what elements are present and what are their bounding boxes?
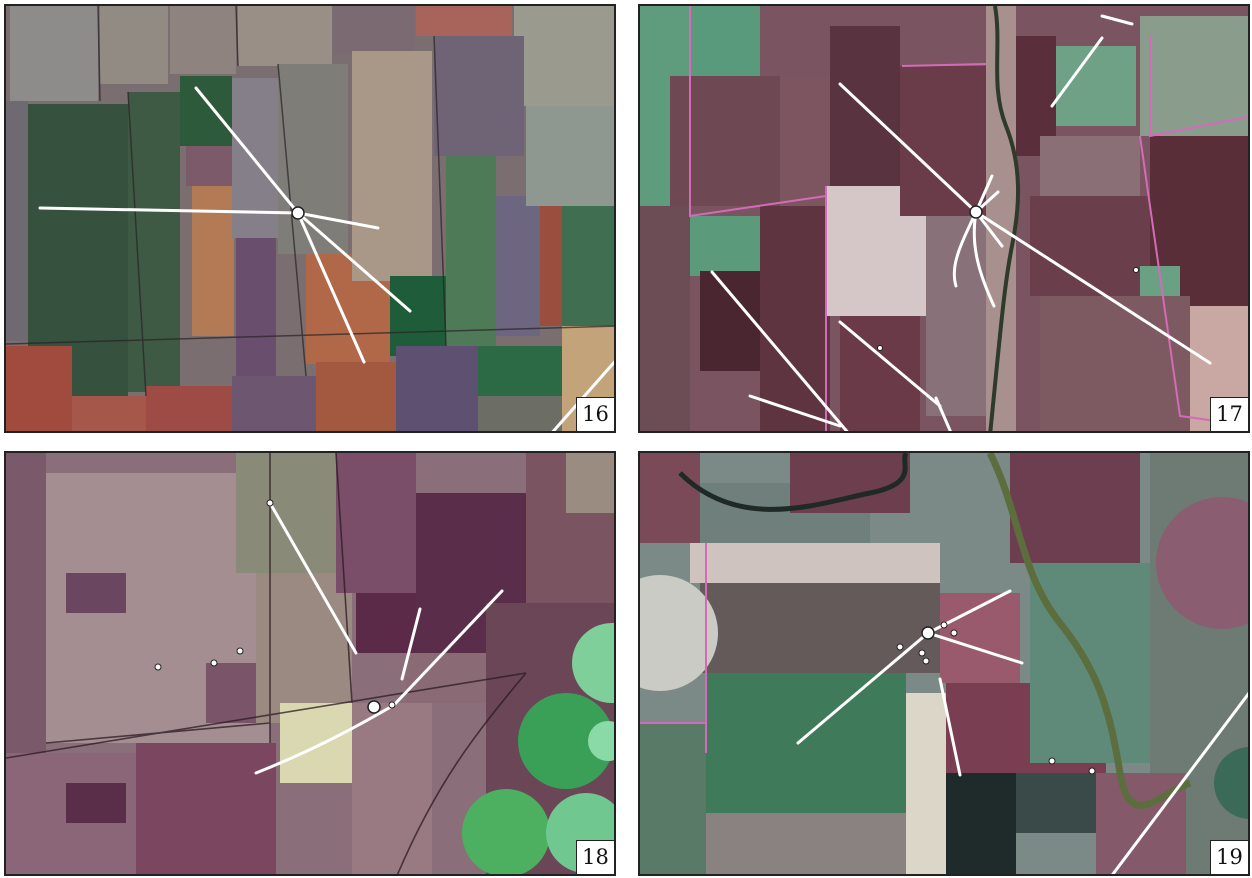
satellite-image-19 [640,453,1248,874]
satellite-panel-17: 17 [638,4,1250,433]
satellite-panel-19: 19 [638,451,1250,876]
panel-number-label: 19 [1210,840,1248,874]
satellite-panel-18: 18 [4,451,616,876]
satellite-image-16 [6,6,614,431]
satellite-panel-16: 16 [4,4,616,433]
satellite-image-17 [640,6,1248,431]
panel-number-label: 18 [576,840,614,874]
panel-number-label: 17 [1210,397,1248,431]
satellite-image-18 [6,453,614,874]
panel-number-label: 16 [576,397,614,431]
